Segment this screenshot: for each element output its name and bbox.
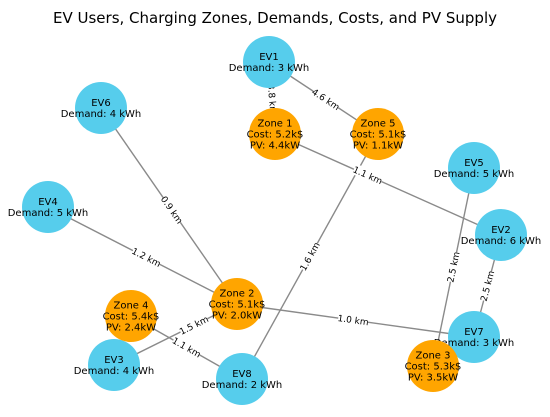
edge-label-group: 1.5 km [177, 313, 211, 338]
edge-label-group: 1.1 km [351, 163, 384, 187]
edge-label-background [444, 251, 462, 283]
node-label-line: Zone 2 [220, 289, 255, 300]
edge-label-background [477, 269, 497, 302]
edge-label-group: 1.1 km [170, 334, 203, 360]
node-label-line: EV8 [232, 369, 252, 380]
node-label-line: Cost: 5.1k$ [209, 300, 266, 311]
node-label-line: EV5 [464, 158, 484, 169]
ev-node-circle[interactable] [88, 339, 140, 391]
node-label-line: EV2 [491, 225, 511, 236]
node-label-line: PV: 2.4kW [106, 323, 156, 334]
node-label-line: Demand: 6 kWh [461, 236, 542, 247]
edge-distance-label: 1.6 km [299, 241, 323, 273]
node-label-line: PV: 2.0kW [212, 311, 262, 322]
ev-node-circle[interactable] [75, 82, 127, 134]
node-label-line: PV: 1.1kW [353, 141, 403, 152]
edge-distance-label: 2.5 km [480, 270, 498, 303]
edge-label-background [337, 312, 369, 328]
ev-node-circle[interactable] [448, 311, 500, 363]
node-label-line: Demand: 5 kWh [434, 169, 515, 180]
node-label-line: Zone 5 [361, 119, 396, 130]
node-label-line: PV: 3.5kW [408, 373, 458, 384]
edge-distance-label: 1.5 km [178, 315, 210, 338]
node-label-line: Cost: 5.2k$ [247, 130, 304, 141]
zone-node-circle[interactable] [352, 108, 404, 160]
zone-node-circle[interactable] [407, 340, 459, 392]
ev-node-circle[interactable] [448, 142, 500, 194]
node-label-line: EV1 [259, 52, 279, 63]
node-label-line: Zone 3 [416, 351, 451, 362]
zone-node-circle[interactable] [249, 108, 301, 160]
ev-node-circle[interactable] [22, 181, 74, 233]
edge-label-group: 2.5 km [444, 251, 463, 284]
edge-distance-label: 1.2 km [130, 247, 162, 270]
node-label-line: Demand: 4 kWh [61, 109, 142, 120]
edge-label-group: 0.9 km [158, 194, 186, 226]
diagram-title: EV Users, Charging Zones, Demands, Costs… [53, 9, 497, 27]
node-label-line: Zone 1 [258, 119, 293, 130]
node-label-line: Demand: 3 kWh [434, 338, 515, 349]
node-label-line: Cost: 5.4k$ [103, 312, 160, 323]
edge-label-background [130, 245, 163, 269]
edge-label-background [297, 240, 322, 273]
ev-node-circle[interactable] [216, 353, 268, 405]
node-label-line: EV4 [38, 197, 58, 208]
edge-label-background [310, 86, 342, 112]
node-label-line: Demand: 5 kWh [8, 208, 89, 219]
edge-label-background [265, 83, 280, 115]
edge-label-group: 4.6 km [309, 86, 342, 113]
edge-label-group: 1.6 km [297, 240, 323, 273]
ev-node-circle[interactable] [243, 36, 295, 88]
node-label-line: EV6 [91, 98, 111, 109]
node-label-line: Demand: 2 kWh [202, 380, 283, 391]
node-label-line: Cost: 5.3k$ [405, 362, 462, 373]
node-label-line: PV: 4.4kW [250, 141, 300, 152]
edge-distance-label: 2.5 km [446, 251, 462, 284]
edge-label-group: 1.2 km [130, 245, 163, 270]
node-label-line: EV7 [464, 327, 484, 338]
zone-node-circle[interactable] [211, 278, 263, 330]
edge-label-background [351, 163, 384, 187]
node-label-line: Cost: 5.1k$ [350, 130, 407, 141]
ev-node-circle[interactable] [475, 209, 527, 261]
edge-label-group: 3.8 km [265, 83, 280, 116]
node-label-line: Demand: 4 kWh [74, 366, 155, 377]
edge-label-group: 1.0 km [337, 312, 369, 328]
node-label-line: Demand: 3 kWh [229, 63, 310, 74]
edge-label-background [170, 334, 203, 360]
node-label-line: Zone 4 [114, 301, 149, 312]
zone-node-circle[interactable] [105, 290, 157, 342]
edge-label-group: 2.5 km [477, 269, 498, 303]
edge-distance-label: 1.1 km [170, 336, 202, 360]
edge-distance-label: 3.8 km [265, 84, 278, 116]
node-label-line: EV3 [104, 355, 124, 366]
edge-label-background [177, 313, 210, 337]
edge-label-background [159, 194, 186, 226]
edge-distance-label: 1.0 km [337, 314, 369, 328]
